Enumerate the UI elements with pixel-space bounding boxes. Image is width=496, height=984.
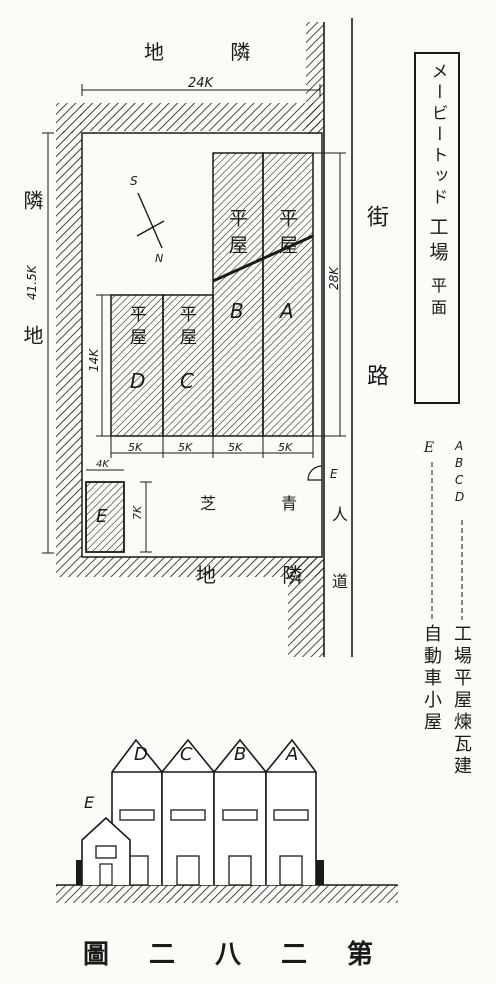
ground [56, 885, 398, 903]
top-land-label: 地 隣 [144, 40, 281, 64]
dim-left-label: 41.5K [25, 264, 39, 300]
plinth-left [76, 860, 84, 885]
legend-key-a: A [455, 439, 464, 453]
elevation-label-c: C [180, 744, 193, 765]
compass-cross [136, 220, 165, 237]
title-line2: 工場 [426, 217, 449, 267]
left-land-label-b: 地 [20, 325, 44, 359]
dim-e-h-label: 7K [131, 505, 144, 520]
wall-top [80, 103, 320, 131]
wall-bottom-right [288, 557, 324, 657]
street-label: 街 路 [363, 205, 388, 442]
compass-n: N [155, 252, 163, 265]
building-d [110, 294, 164, 437]
plinth-right [314, 860, 324, 885]
dim-e-w-label: 4K [96, 459, 110, 470]
elevation-label-a: A [285, 744, 298, 765]
wall-bottom [56, 557, 324, 577]
shed-a [265, 738, 317, 886]
building-b-name: 平屋 [226, 208, 248, 262]
building-d-name: 平屋 [126, 305, 146, 351]
bottom-land-label: 地 隣 [196, 563, 333, 587]
building-e [85, 481, 125, 553]
entry-mark: E [330, 467, 338, 481]
sidewalk-label: 人 道 [329, 506, 348, 605]
title-line3: 平面 [428, 277, 447, 321]
figure-caption: 第二八二圖 [0, 934, 496, 971]
dim-block-label: 14K [87, 348, 101, 372]
elevation-drawing: D C B A E [56, 738, 398, 903]
garage-e [81, 816, 131, 886]
legend-key-b: B [455, 456, 464, 470]
dim-bottom-label-2: 5K [228, 441, 243, 454]
left-land-label-a: 隣 [20, 190, 44, 224]
shed-c [161, 738, 215, 886]
building-a [262, 152, 314, 437]
roof-ridge [212, 234, 314, 283]
lawn-label: 芝 青 [200, 494, 328, 513]
legend-key-d: D [455, 490, 465, 504]
building-d-id: D [130, 369, 145, 393]
wall-left [56, 131, 82, 557]
wall-left-cap [56, 103, 82, 133]
building-c-id: C [180, 369, 194, 393]
legend-keys-abcd: A B C D [455, 438, 471, 506]
dim-bottom-label-0: 5K [128, 441, 143, 454]
building-a-name: 平屋 [276, 208, 298, 262]
elevation-label-b: B [234, 744, 246, 765]
building-a-id: A [278, 299, 294, 323]
elevation-label-d: D [134, 744, 148, 765]
dim-bottom-label-3: 5K [278, 441, 293, 454]
elevation-label-e: E [84, 793, 95, 812]
building-c-name: 平屋 [176, 305, 196, 351]
title-line1: メービートッド [427, 62, 448, 209]
wall-top-right [306, 22, 324, 134]
building-b-id: B [230, 299, 244, 323]
title-box: メービートッド 工場 平面 [414, 52, 460, 404]
caption-text: 第二八二圖 [82, 940, 413, 970]
compass-s: S [130, 174, 138, 188]
gate-arc-icon [307, 465, 323, 481]
dim-bottom-label-1: 5K [178, 441, 193, 454]
dim-right-label: 28K [327, 266, 341, 290]
building-e-id: E [96, 506, 108, 527]
site-outline [81, 132, 323, 558]
dim-top-label: 24K [188, 76, 215, 91]
compass-arrow [137, 192, 163, 249]
legend-key-e: E [421, 440, 437, 460]
building-b [212, 152, 264, 437]
legend-key-c: C [455, 473, 464, 487]
legend-desc-abcd: 工場平屋煉瓦建 [451, 624, 472, 778]
legend-desc-e: 自動車小屋 [421, 624, 442, 734]
